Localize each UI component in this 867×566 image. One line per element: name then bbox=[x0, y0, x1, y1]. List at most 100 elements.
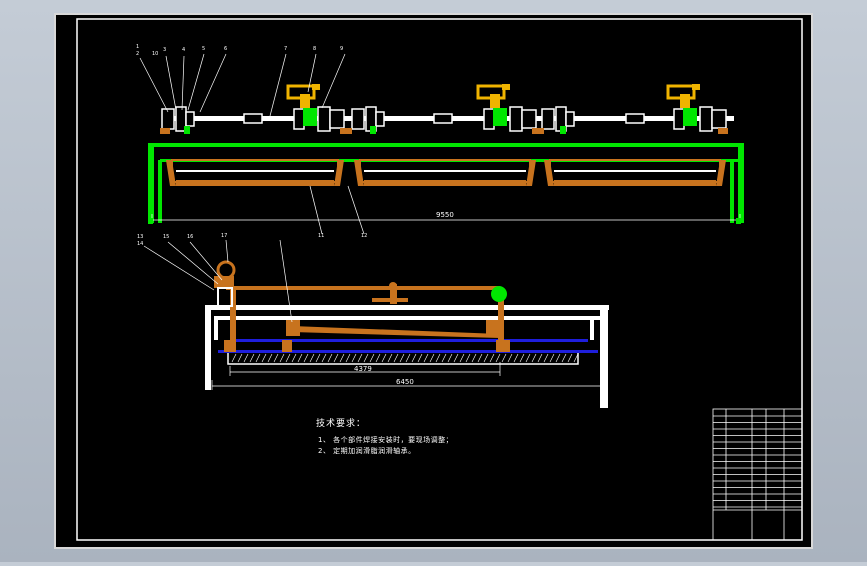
rail-hatch-line bbox=[261, 353, 267, 363]
rail-hatch-line bbox=[567, 353, 573, 363]
rail-hatch-line bbox=[297, 353, 303, 363]
rail-hatch-line bbox=[249, 353, 255, 363]
blue-rail-lower bbox=[218, 350, 598, 353]
balloon-1: 1 bbox=[136, 44, 140, 50]
balloon-7: 7 bbox=[284, 46, 288, 52]
balloon-2: 2 bbox=[136, 51, 140, 57]
dimension-4379-label: 4379 bbox=[354, 365, 372, 373]
dimension-6450 bbox=[211, 380, 605, 390]
rail-hatch-line bbox=[453, 353, 459, 363]
rail-hatch-line bbox=[231, 353, 237, 363]
rail-hatch-line bbox=[483, 353, 489, 363]
rail-hatch-line bbox=[273, 353, 279, 363]
rail-hatch-line bbox=[285, 353, 291, 363]
trolley-unit-1 bbox=[166, 159, 344, 186]
rail-hatch-line bbox=[303, 353, 309, 363]
rail-hatch-line bbox=[561, 353, 567, 363]
right-drive-wheel bbox=[491, 286, 507, 302]
balloon-16: 16 bbox=[187, 234, 194, 240]
balloon-12: 12 bbox=[361, 233, 368, 239]
rail-hatch-line bbox=[519, 353, 525, 363]
rail-hatch-line bbox=[339, 353, 345, 363]
rail-hatch-line bbox=[309, 353, 315, 363]
rail-hatch-line bbox=[333, 353, 339, 363]
rail-hatch-line bbox=[315, 353, 321, 363]
rail-hatch-line bbox=[543, 353, 549, 363]
left-leg bbox=[148, 143, 154, 223]
rail-hatch-line bbox=[507, 353, 513, 363]
rail-hatch-line bbox=[255, 353, 261, 363]
leader-lines bbox=[139, 53, 365, 235]
motor-bodies bbox=[184, 108, 697, 134]
rail-hatch-line bbox=[405, 353, 411, 363]
rail-hatch-line bbox=[537, 353, 543, 363]
rail-hatch-line bbox=[267, 353, 273, 363]
rail-hatch-line bbox=[291, 353, 297, 363]
rail-hatch-line bbox=[321, 353, 327, 363]
rail-hatch-line bbox=[357, 353, 363, 363]
balloon-17: 17 bbox=[221, 233, 228, 239]
balloon-3: 3 bbox=[163, 47, 167, 53]
rail-hatch-line bbox=[237, 353, 243, 363]
balloon-6: 6 bbox=[224, 46, 228, 52]
rail-hatch-line bbox=[495, 353, 501, 363]
rail-hatch-line bbox=[477, 353, 483, 363]
dimension-9550-label: 9550 bbox=[436, 211, 454, 219]
dimension-6450-label: 6450 bbox=[396, 378, 414, 386]
rail-hatch-line bbox=[387, 353, 393, 363]
rail-hatch-line bbox=[429, 353, 435, 363]
rail-hatch-line bbox=[393, 353, 399, 363]
diagonal-link bbox=[292, 326, 500, 338]
main-frame-top-rail bbox=[148, 143, 744, 147]
balloon-15: 15 bbox=[163, 234, 170, 240]
traverse-beam bbox=[226, 286, 500, 290]
rail-hatch-line bbox=[375, 353, 381, 363]
left-leg-inner bbox=[158, 160, 162, 223]
side-frame-left-leg bbox=[205, 305, 211, 390]
rail-hatch-line bbox=[447, 353, 453, 363]
rail-hatch-line bbox=[435, 353, 441, 363]
tech-requirements-title: 技术要求： bbox=[316, 419, 367, 429]
rail-hatch-line bbox=[279, 353, 285, 363]
trolley-unit-2 bbox=[354, 159, 536, 186]
right-leg-inner bbox=[730, 160, 734, 223]
balloon-13: 13 bbox=[137, 234, 144, 240]
rail-hatch-line bbox=[489, 353, 495, 363]
dimension-4379 bbox=[229, 362, 501, 376]
rail-hatch-line bbox=[525, 353, 531, 363]
rail-hatch-line bbox=[573, 353, 579, 363]
drawing-sheet bbox=[54, 13, 813, 549]
rail-hatch-line bbox=[345, 353, 351, 363]
rail-hatch-line bbox=[549, 353, 555, 363]
rail-hatch-line bbox=[243, 353, 249, 363]
trolley-unit-3 bbox=[544, 159, 726, 186]
rail-hatch-line bbox=[501, 353, 507, 363]
coupling-blocks bbox=[161, 106, 727, 132]
motor-unit-3 bbox=[666, 84, 700, 108]
rail-hatch-line bbox=[471, 353, 477, 363]
rail-hatch-line bbox=[351, 353, 357, 363]
balloon-8: 8 bbox=[313, 46, 317, 52]
rail-hatch-line bbox=[465, 353, 471, 363]
motor-unit-1 bbox=[286, 84, 320, 108]
rail-hatch-line bbox=[381, 353, 387, 363]
balloon-5: 5 bbox=[202, 46, 206, 52]
rail-hatch-line bbox=[555, 353, 561, 363]
balloon-9: 9 bbox=[340, 46, 344, 52]
rail-hatch-line bbox=[411, 353, 417, 363]
rail-hatch-line bbox=[399, 353, 405, 363]
tech-requirement-1: 1、 各个部件焊接安装时，要现场调整； bbox=[318, 436, 454, 444]
rail-hatch-line bbox=[423, 353, 429, 363]
title-block bbox=[712, 408, 803, 541]
motor-unit-2 bbox=[476, 84, 510, 108]
side-view bbox=[143, 239, 609, 408]
rail-hatch-line bbox=[441, 353, 447, 363]
balloon-11: 11 bbox=[318, 233, 325, 239]
rail-hatch-line bbox=[531, 353, 537, 363]
balloon-4: 4 bbox=[182, 47, 186, 53]
tech-requirement-2: 2、 定期加润滑脂润滑轴承。 bbox=[318, 447, 416, 455]
rail-hatch-line bbox=[417, 353, 423, 363]
blue-rail-upper bbox=[230, 339, 588, 342]
